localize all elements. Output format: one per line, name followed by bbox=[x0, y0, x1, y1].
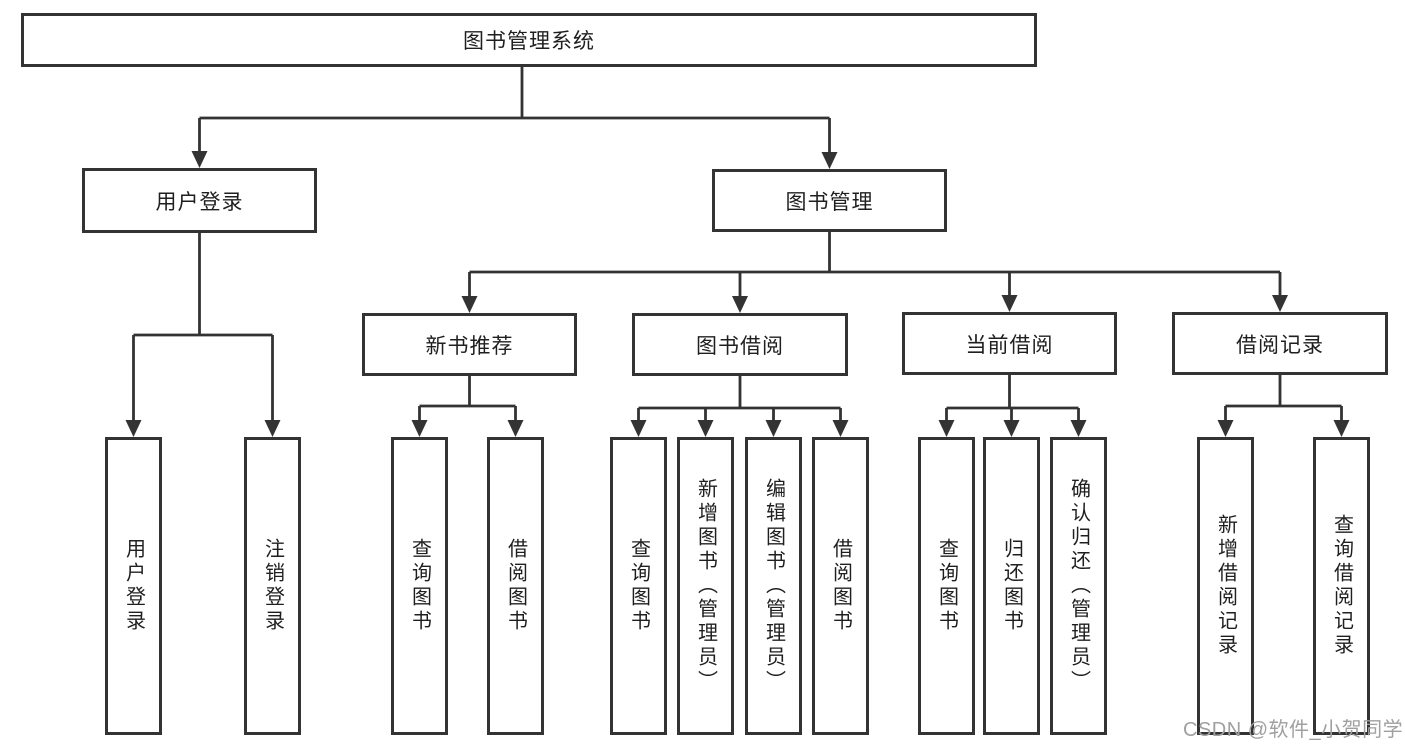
node-logout-label: 注销登录 bbox=[261, 538, 284, 634]
node-book-mgmt-label: 图书管理 bbox=[785, 190, 874, 214]
node-cb-query-book-label: 查询图书 bbox=[935, 538, 958, 634]
node-user-login-group-label: 用户登录 bbox=[155, 190, 244, 214]
node-book-borrow-label: 图书借阅 bbox=[696, 334, 784, 358]
node-rec-query-book: 查询图书 bbox=[391, 437, 448, 735]
node-new-book-rec-label: 新书推荐 bbox=[425, 334, 514, 358]
node-borrow-records: 借阅记录 bbox=[1172, 312, 1388, 375]
node-bb-edit-book-label: 编辑图书（管理员） bbox=[762, 478, 785, 694]
node-new-book-rec: 新书推荐 bbox=[362, 313, 577, 376]
node-bb-query-book-label: 查询图书 bbox=[627, 538, 650, 634]
node-cb-return-book-label: 归还图书 bbox=[1000, 538, 1023, 634]
node-bb-edit-book: 编辑图书（管理员） bbox=[745, 437, 802, 735]
node-root-label: 图书管理系统 bbox=[463, 30, 595, 53]
node-bb-add-book-label: 新增图书（管理员） bbox=[694, 478, 717, 694]
node-br-query-record: 查询借阅记录 bbox=[1313, 437, 1370, 735]
node-rec-query-book-label: 查询图书 bbox=[408, 538, 431, 634]
node-user-login-label: 用户登录 bbox=[122, 538, 145, 634]
node-logout: 注销登录 bbox=[244, 437, 301, 735]
node-rec-borrow-book-label: 借阅图书 bbox=[504, 538, 527, 634]
node-cb-query-book: 查询图书 bbox=[918, 437, 975, 735]
node-br-add-record-label: 新增借阅记录 bbox=[1214, 514, 1237, 658]
node-book-borrow: 图书借阅 bbox=[632, 313, 848, 376]
node-user-login: 用户登录 bbox=[105, 437, 162, 735]
watermark: CSDN @软件_小贺同学 bbox=[1183, 719, 1404, 741]
node-book-mgmt: 图书管理 bbox=[712, 169, 947, 232]
node-br-add-record: 新增借阅记录 bbox=[1197, 437, 1254, 735]
node-current-borrow: 当前借阅 bbox=[902, 312, 1117, 375]
node-br-query-record-label: 查询借阅记录 bbox=[1330, 514, 1353, 658]
node-bb-query-book: 查询图书 bbox=[610, 437, 667, 735]
node-rec-borrow-book: 借阅图书 bbox=[487, 437, 544, 735]
node-cb-confirm-return: 确认归还（管理员） bbox=[1050, 437, 1107, 735]
node-bb-borrow-book: 借阅图书 bbox=[812, 437, 869, 735]
node-user-login-group: 用户登录 bbox=[82, 168, 317, 233]
node-current-borrow-label: 当前借阅 bbox=[965, 333, 1054, 357]
node-bb-borrow-book-label: 借阅图书 bbox=[829, 538, 852, 634]
node-bb-add-book: 新增图书（管理员） bbox=[677, 437, 734, 735]
node-cb-confirm-return-label: 确认归还（管理员） bbox=[1067, 478, 1090, 694]
node-cb-return-book: 归还图书 bbox=[983, 437, 1040, 735]
node-root: 图书管理系统 bbox=[21, 13, 1037, 67]
node-borrow-records-label: 借阅记录 bbox=[1236, 333, 1324, 357]
